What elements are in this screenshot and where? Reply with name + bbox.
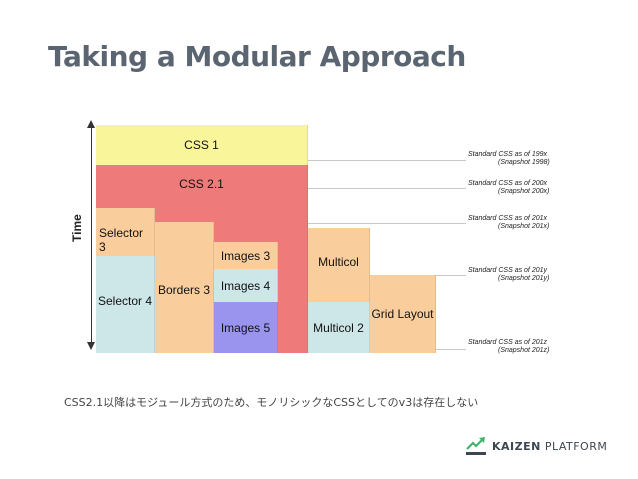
block-images4: Images 4	[214, 269, 278, 302]
slide-caption: CSS2.1以降はモジュール方式のため、モノリシックなCSSとしてのv3は存在し…	[64, 396, 479, 409]
time-axis-label: Time	[70, 214, 84, 242]
block-selector4: Selector 4	[96, 256, 155, 353]
snapshot-label-2: Standard CSS as of 200x (Snapshot 200x)	[468, 180, 550, 195]
block-css21-label: CSS 2.1	[179, 177, 224, 191]
time-axis	[91, 126, 92, 348]
block-selector3-label: Selector 3	[99, 226, 144, 254]
block-multicol-label: Multicol	[318, 255, 359, 269]
block-css1: CSS 1	[96, 125, 308, 165]
block-borders3-label: Borders 3	[157, 282, 211, 297]
block-selector3: Selector 3	[96, 208, 155, 256]
css-modules-diagram: Time CSS 1 CSS 2.1 Selector 3 Selector 4…	[60, 120, 580, 360]
trend-arrow-icon	[466, 437, 486, 455]
block-css1-label: CSS 1	[184, 138, 219, 152]
block-multicol: Multicol	[308, 228, 370, 302]
snapshot-label-1: Standard CSS as of 199x (Snapshot 1998)	[468, 151, 550, 166]
kaizen-platform-logo: KAIZEN PLATFORM	[466, 437, 607, 455]
snapshot-label-3: Standard CSS as of 201x (Snapshot 201x)	[468, 215, 550, 230]
block-images3-label: Images 3	[220, 248, 271, 263]
block-images5-label: Images 5	[220, 320, 271, 335]
snapshot-label-4: Standard CSS as of 201y (Snapshot 201y)	[468, 267, 550, 282]
block-grid-layout-label: Grid Layout	[371, 307, 434, 321]
block-images3: Images 3	[214, 242, 278, 269]
logo-text: KAIZEN PLATFORM	[492, 439, 608, 453]
snapshot-label-5: Standard CSS as of 201z (Snapshot 201z)	[468, 339, 550, 354]
axis-arrow-up	[87, 120, 95, 128]
block-multicol2: Multicol 2	[308, 302, 370, 353]
block-selector4-label: Selector 4	[97, 293, 153, 308]
block-multicol2-label: Multicol 2	[313, 320, 364, 335]
block-images4-label: Images 4	[220, 278, 271, 293]
axis-arrow-down	[87, 342, 95, 350]
block-images5: Images 5	[214, 302, 278, 353]
block-grid-layout: Grid Layout	[370, 275, 436, 353]
slide-title: Taking a Modular Approach	[48, 40, 466, 73]
block-borders3: Borders 3	[155, 222, 214, 353]
